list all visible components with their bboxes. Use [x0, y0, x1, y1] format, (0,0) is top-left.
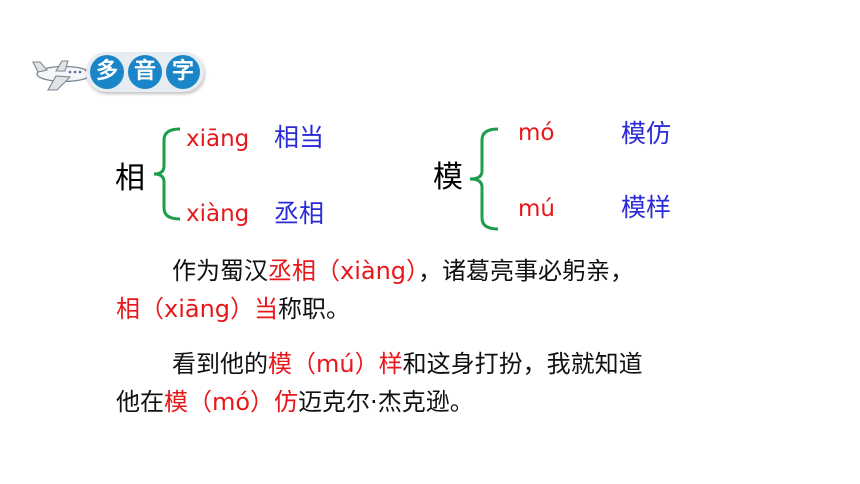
sentence-segment: 迈克尔·杰克逊。	[298, 388, 474, 416]
word-mofang: 模仿	[621, 119, 672, 148]
sentence-segment: ，诸葛亮事必躬亲，	[418, 257, 635, 285]
sentence-segment: 和这身打扮，我就知道	[402, 350, 643, 378]
pinyin-mu-2: mú	[518, 196, 555, 222]
sentence-segment: 看到他的	[172, 350, 268, 378]
example-2-line-2: 他在模（mó）仿迈克尔·杰克逊。	[116, 390, 474, 414]
pinyin-xiang-1: xiāng	[186, 126, 250, 152]
word-xiangdang: 相当	[274, 123, 325, 152]
polyphone-char-xiang: 相	[115, 161, 145, 196]
example-2-line-1: 看到他的模（mú）样和这身打扮，我就知道	[172, 352, 643, 376]
highlighted-word: 相（xiāng）当	[116, 295, 279, 323]
highlighted-word: 丞相（xiàng）	[268, 257, 419, 285]
word-muyang: 模样	[621, 193, 672, 222]
brace-icon	[153, 127, 181, 221]
sentence-segment: 称职。	[278, 295, 351, 323]
highlighted-word: 模（mú）样	[268, 350, 403, 378]
brace-icon	[469, 127, 499, 231]
pinyin-mo-2: mó	[518, 120, 555, 146]
polyphone-char-mo: 模	[433, 160, 463, 195]
pinyin-xiang-4: xiàng	[186, 201, 250, 227]
sentence-segment: 作为蜀汉	[172, 257, 268, 285]
title-char-1: 多	[90, 55, 124, 89]
title-char-2: 音	[128, 55, 162, 89]
example-1-line-2: 相（xiāng）当称职。	[116, 297, 350, 321]
highlighted-word: 模（mó）仿	[164, 388, 299, 416]
example-1-line-1: 作为蜀汉丞相（xiàng），诸葛亮事必躬亲，	[172, 259, 634, 283]
airplane-icon	[32, 60, 92, 91]
word-chengxiang: 丞相	[274, 199, 325, 228]
sentence-segment: 他在	[116, 388, 164, 416]
title-char-3: 字	[166, 55, 200, 89]
title-badge: 多 音 字	[86, 52, 204, 92]
